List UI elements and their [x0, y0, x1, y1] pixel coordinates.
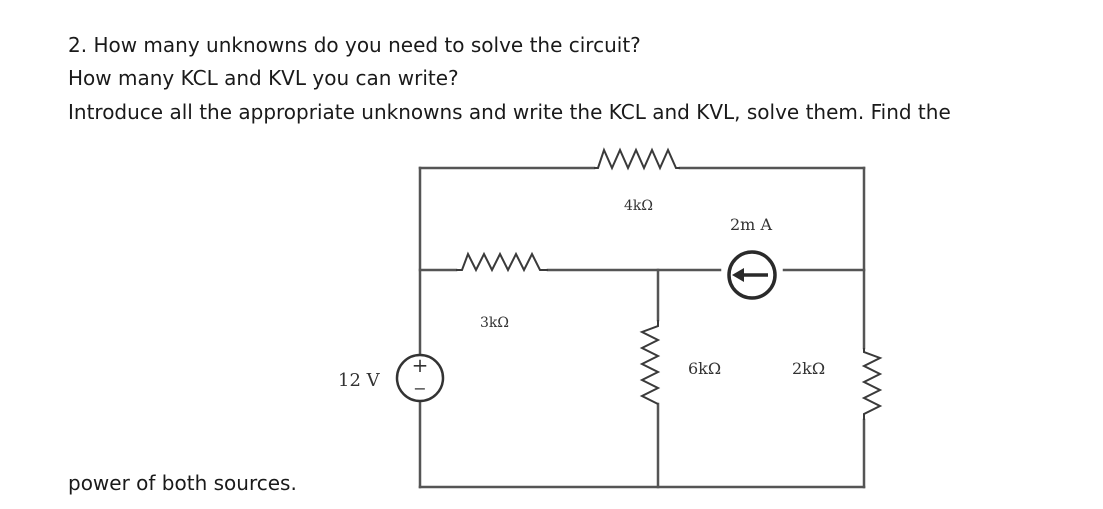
resistor-4k-label: 4kΩ: [624, 198, 653, 214]
resistor-2k-label: 2kΩ: [792, 359, 825, 378]
question-line-4: power of both sources.: [68, 471, 297, 495]
question-line-3: Introduce all the appropriate unknowns a…: [68, 100, 951, 124]
current-source-arrow-icon: [732, 268, 744, 282]
voltage-source-minus: −: [413, 379, 426, 398]
resistor-3k-label: 3kΩ: [480, 315, 509, 331]
current-source: [727, 250, 777, 300]
question-line-2: How many KCL and KVL you can write?: [68, 66, 459, 90]
voltage-source-label: 12 V: [338, 370, 381, 391]
circuit-wires: [418, 166, 866, 489]
question-line-1: 2. How many unknowns do you need to solv…: [68, 33, 641, 57]
resistor-6k: [639, 320, 661, 405]
voltage-source-plus: +: [412, 353, 429, 377]
resistor-2k: [861, 348, 883, 420]
resistor-4k: [594, 147, 680, 171]
resistor-6k-label: 6kΩ: [688, 359, 721, 378]
current-source-label: 2m A: [730, 215, 772, 234]
voltage-source-circle: [395, 353, 445, 403]
voltage-source: + −: [395, 353, 445, 403]
resistor-3k: [456, 251, 548, 273]
